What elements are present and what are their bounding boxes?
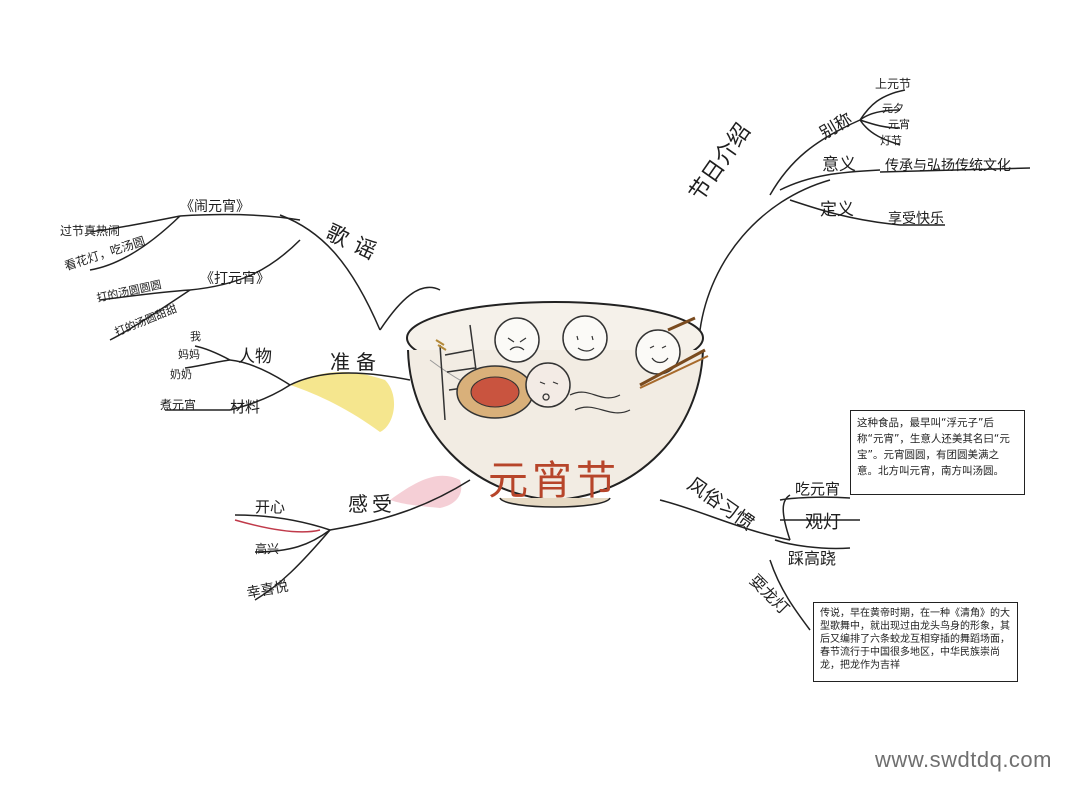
feelings-item-1: 开心 <box>255 498 286 516</box>
prep-branch-label: 准备 <box>330 350 382 374</box>
bowl-illustration <box>406 301 709 508</box>
song-1-title: 《闹元宵》 <box>180 199 250 215</box>
intro-definition-label: 定义 <box>820 200 854 220</box>
center-title: 元宵节 <box>488 458 620 504</box>
feelings-red-stroke <box>234 519 321 533</box>
intro-alias-item-1: 上元节 <box>875 77 912 91</box>
intro-meaning-label: 意义 <box>822 155 856 175</box>
branch-lines <box>89 89 1031 631</box>
song-2-title: 《打元宵》 <box>200 271 270 287</box>
feelings-item-2: 高兴 <box>255 542 280 556</box>
intro-alias-item-2: 元夕 <box>882 102 904 115</box>
watermark: www.swdtdq.com <box>875 747 1052 772</box>
intro-meaning-item: 传承与弘扬传统文化 <box>885 158 1011 174</box>
prep-material-label: 材料 <box>230 398 261 416</box>
intro-definition-item: 享受快乐 <box>888 211 944 227</box>
intro-alias-item-4: 灯节 <box>880 134 902 147</box>
prep-people-label: 人物 <box>238 347 272 367</box>
customs-stilts-label: 踩高跷 <box>788 549 837 568</box>
prep-people-item-3: 奶奶 <box>170 368 192 381</box>
prep-people-item-1: 我 <box>190 330 201 343</box>
intro-alias-item-3: 元宵 <box>888 118 910 131</box>
song-1-line-1: 过节真热闹 <box>60 224 121 238</box>
customs-eat-label: 吃元宵 <box>795 480 841 498</box>
prep-people-item-2: 妈妈 <box>178 348 200 361</box>
feelings-branch-label: 感受 <box>348 492 396 516</box>
prep-material-item: 煮元宵 <box>160 398 197 412</box>
feelings-pink-fill <box>390 475 462 508</box>
note-food-origin: 这种食品，最早叫“浮元子”后称“元宵”，生意人还美其名曰“元宝”。元宵圆圆，有团… <box>850 410 1025 495</box>
prep-yellow-fill <box>290 371 395 432</box>
note-dragon-dance: 传说，早在黄帝时期，在一种《清角》的大型歌舞中，就出现过由龙头鸟身的形象，其后又… <box>813 602 1018 682</box>
customs-lantern-label: 观灯 <box>805 512 841 533</box>
